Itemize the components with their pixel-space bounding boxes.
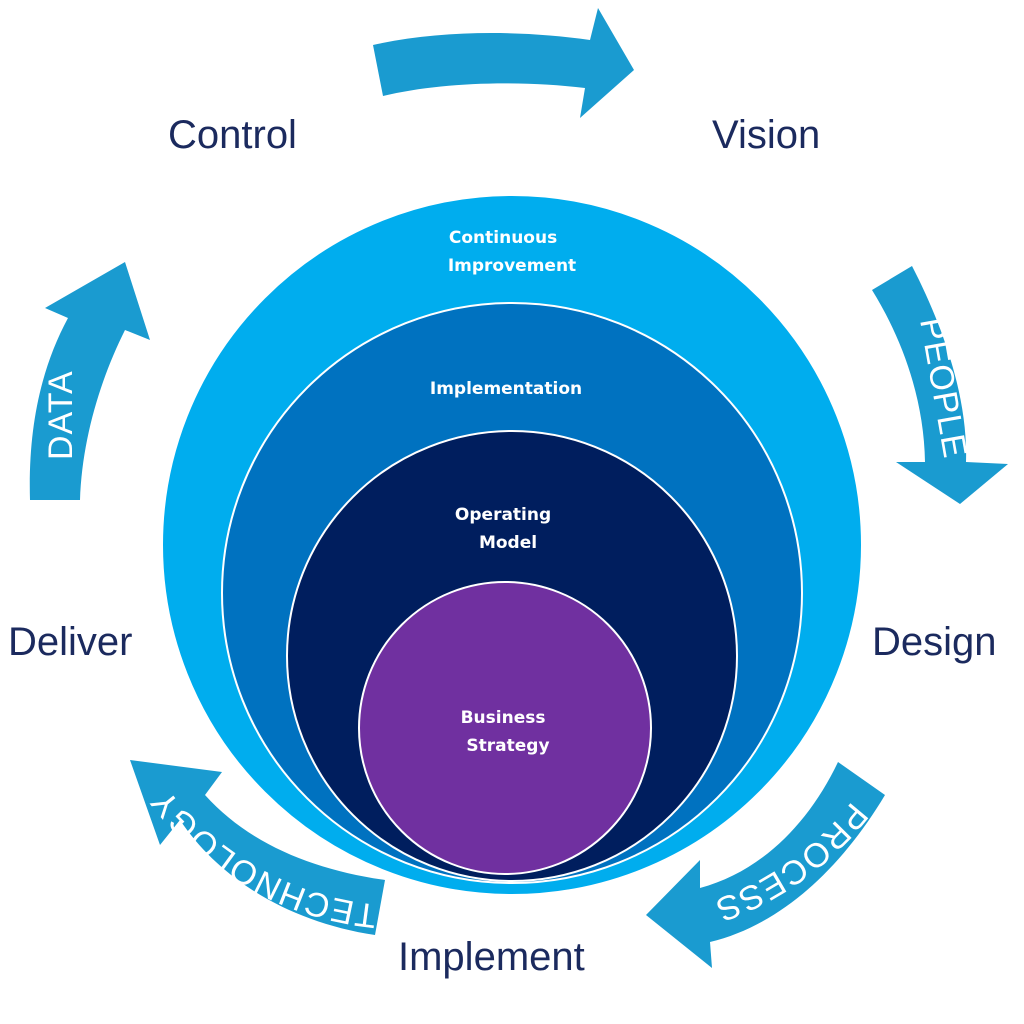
data-arrow-shape (29, 262, 150, 500)
business-strategy-circle (358, 581, 652, 875)
stage-deliver: Deliver (8, 620, 132, 664)
stage-implement: Implement (398, 935, 585, 979)
stage-control: Control (168, 113, 297, 157)
operating-model-label: Operating Model (455, 505, 557, 553)
business-strategy-label: Business Strategy (461, 708, 552, 756)
stage-vision: Vision (712, 113, 820, 157)
continuous-improvement-label: Continuous Improvement (448, 228, 576, 276)
data-arrow-label: DATA (42, 370, 80, 460)
top-arrow-shape (373, 8, 634, 118)
process-arrow-shape (646, 762, 885, 968)
stage-design: Design (872, 620, 997, 664)
top-arrow (373, 8, 634, 118)
people-arrow: PEOPLE (872, 266, 1008, 504)
people-arrow-shape (872, 266, 1008, 504)
technology-arrow-shape (130, 760, 385, 935)
implementation-label: Implementation (430, 379, 582, 399)
data-arrow: DATA (29, 262, 150, 500)
